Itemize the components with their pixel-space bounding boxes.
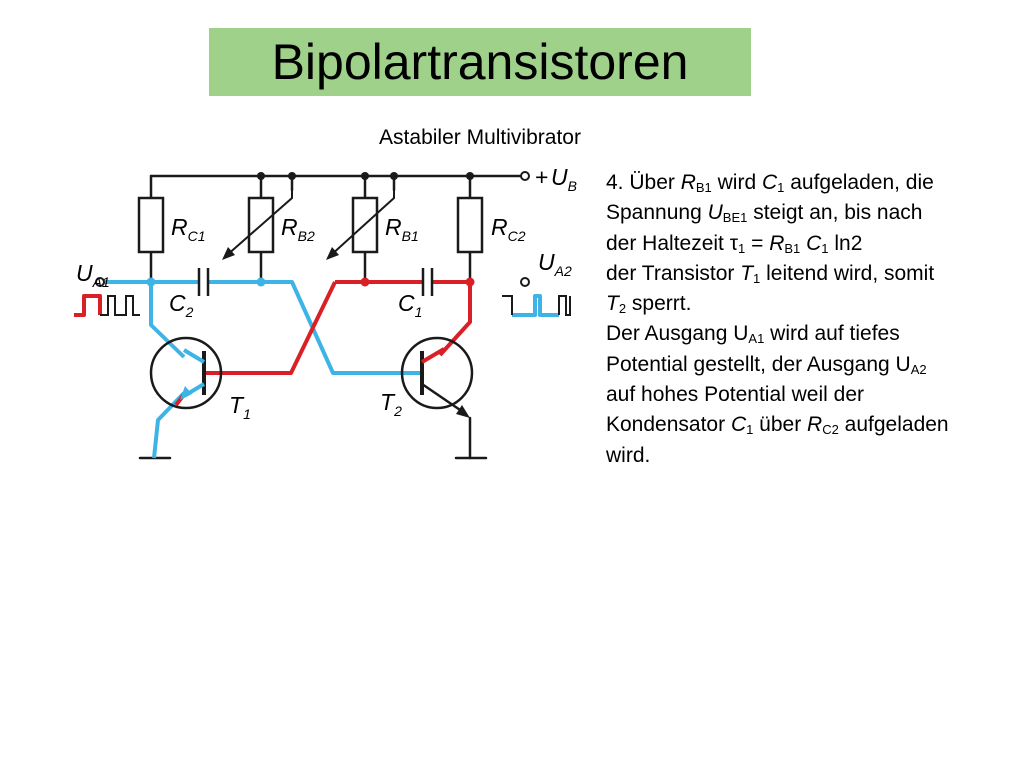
- junction-dots: [257, 172, 474, 180]
- capacitors: [197, 268, 434, 296]
- rb1-variable-arrow: [329, 190, 395, 257]
- label-ub: UB: [551, 164, 577, 194]
- red-signal-path: [74, 280, 472, 407]
- desc-line-2: Spannung UBE1 steigt an, bis nach: [606, 201, 923, 226]
- label-ub-plus: +: [535, 164, 548, 190]
- description-text: 4. Über RB1 wird C1 aufgeladen, die Span…: [606, 168, 1024, 471]
- transistor-t2: [400, 336, 474, 418]
- label-c1: C1: [398, 290, 422, 320]
- supply-wiring: [138, 174, 522, 460]
- resistor-rc1: [137, 196, 165, 254]
- desc-line-4: der Transistor T1 leitend wird, somit: [606, 261, 935, 286]
- desc-line-9: Kondensator C1 über RC2 aufgeladen: [606, 413, 949, 438]
- red-junctions: [360, 277, 475, 287]
- resistors: [137, 196, 484, 254]
- ua1-terminal: [95, 277, 105, 287]
- desc-line-1: 4. Über RB1 wird C1 aufgeladen, die: [606, 171, 934, 195]
- label-t1: T1: [229, 392, 251, 422]
- label-rb2: RB2: [281, 214, 315, 244]
- diagram-subtitle: Astabiler Multivibrator: [379, 126, 581, 149]
- ua2-terminal: [520, 277, 530, 287]
- label-rc2: RC2: [491, 214, 526, 244]
- desc-line-10: wird.: [606, 443, 651, 467]
- desc-line-3: der Haltezeit τ1 = RB1 C1 ln2: [606, 231, 863, 256]
- ub-terminal: [520, 171, 530, 181]
- desc-line-8: auf hohes Potential weil der: [606, 383, 864, 407]
- rb2-variable-arrow: [225, 190, 293, 257]
- label-ua2: UA2: [538, 249, 572, 279]
- resistor-rc2: [456, 196, 484, 254]
- desc-line-7: Potential gestellt, der Ausgang UA2: [606, 352, 927, 377]
- blue-junctions: [146, 277, 266, 287]
- transistor-t1: [149, 336, 223, 410]
- desc-line-5: T2 sperrt.: [606, 292, 692, 317]
- page-title: Bipolartransistoren: [271, 34, 689, 90]
- title-box: Bipolartransistoren: [209, 28, 751, 96]
- desc-line-6: Der Ausgang UA1 wird auf tiefes: [606, 322, 900, 347]
- label-rc1: RC1: [171, 214, 206, 244]
- label-rb1: RB1: [385, 214, 419, 244]
- label-t2: T2: [380, 389, 402, 419]
- waveform-black: [100, 295, 571, 316]
- label-c2: C2: [169, 290, 194, 320]
- label-ua1: UA1: [76, 260, 110, 290]
